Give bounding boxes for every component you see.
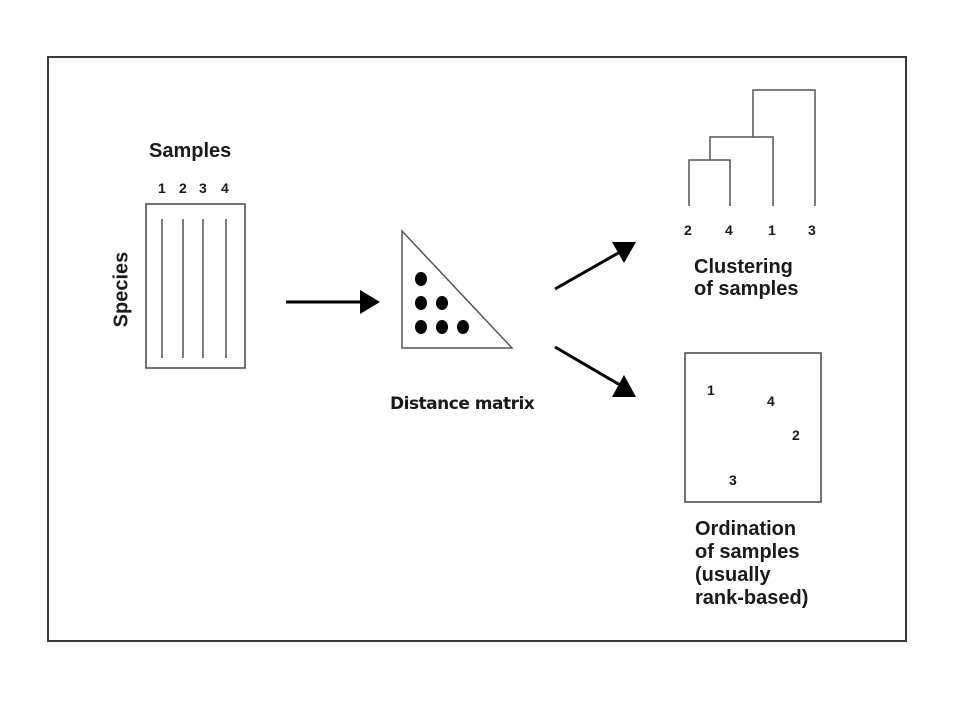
distance-dot [415, 296, 427, 310]
distance-dot [457, 320, 469, 334]
ordination-point-label: 4 [767, 393, 775, 409]
arrow-to-clustering [554, 250, 621, 291]
sample-label: 3 [199, 180, 207, 196]
dendrogram-leaf-label: 1 [768, 222, 776, 238]
ordination-point-label: 2 [792, 427, 800, 443]
species-axis-label: Species [110, 251, 133, 328]
caption-line: rank-based) [695, 587, 809, 609]
species-sample-matrix [145, 203, 246, 369]
clustering-caption: Clustering of samples [694, 256, 798, 300]
samples-title: Samples [149, 140, 232, 162]
ordination-caption: Ordination of samples (usually rank-base… [695, 518, 808, 610]
arrow-head [612, 375, 636, 397]
arrow-head [612, 242, 636, 263]
dendrogram-leaf-label: 2 [684, 222, 692, 238]
distance-matrix-label: Distance matrix [390, 394, 535, 414]
arrow-head [360, 290, 380, 314]
caption-line: Clustering [694, 256, 793, 278]
caption-line: Ordination [695, 518, 797, 540]
sample-label: 2 [179, 180, 187, 196]
ordination-plot [684, 352, 822, 503]
dendrogram-leaf-label: 3 [808, 222, 816, 238]
sample-label: 1 [158, 180, 166, 196]
distance-dot [436, 320, 448, 334]
dendrogram [688, 89, 816, 206]
caption-line: of samples [694, 278, 799, 300]
distance-matrix-triangle [401, 229, 514, 349]
diagram-frame [47, 56, 907, 642]
distance-dot [436, 296, 448, 310]
ordination-point-label: 1 [707, 382, 715, 398]
distance-dot [415, 272, 427, 286]
caption-line: of samples [695, 541, 800, 563]
sample-label: 4 [221, 180, 229, 196]
caption-line: (usually [695, 564, 771, 586]
dendrogram-leaf-label: 4 [725, 222, 733, 238]
distance-dot [415, 320, 427, 334]
arrow-to-ordination [554, 345, 621, 387]
ordination-point-label: 3 [729, 472, 737, 488]
